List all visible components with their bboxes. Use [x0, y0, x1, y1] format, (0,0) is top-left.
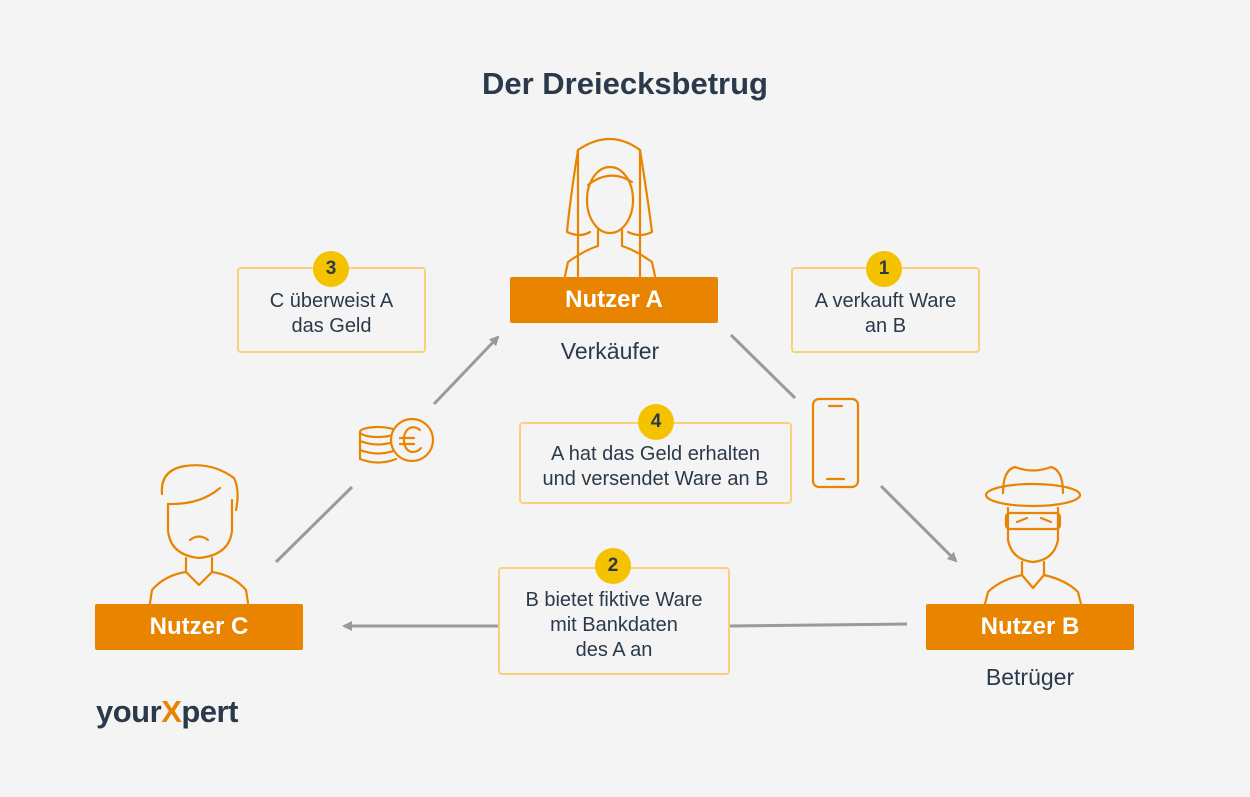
line-c-to-coins	[274, 485, 354, 564]
user-b-label: Nutzer B	[926, 604, 1134, 650]
step-4-line1: A hat das Geld erhalten	[550, 443, 761, 465]
step-2-line3: des A an	[575, 638, 653, 661]
step-3-badge: 3	[313, 251, 349, 287]
step-2-line2: mit Bankdaten	[550, 613, 678, 636]
coins-euro-icon	[358, 417, 435, 464]
arrow-phone-to-b	[879, 484, 958, 563]
logo-part3: pert	[181, 694, 238, 729]
user-b-role: Betrüger	[985, 664, 1075, 690]
yourxpert-logo: yourXpert	[96, 694, 238, 730]
diagram-title: Der Dreiecksbetrug	[481, 66, 768, 101]
step-2-badge: 2	[595, 548, 631, 584]
step-1-line2: an B	[864, 315, 907, 337]
line-b-to-box2	[728, 622, 908, 628]
smartphone-icon	[811, 397, 860, 489]
step-2-line1: B bietet fiktive Ware	[525, 588, 703, 611]
step-3-line1: C überweist A	[269, 290, 394, 312]
man-icon	[148, 464, 250, 605]
woman-icon	[563, 138, 657, 278]
step-1-badge: 1	[866, 251, 902, 287]
bandit-icon	[983, 465, 1083, 606]
user-a-role: Verkäufer	[560, 338, 660, 364]
logo-part2: X	[161, 694, 182, 729]
step-2-box: B bietet fiktive Ware mit Bankdaten des …	[498, 567, 730, 675]
user-a-label: Nutzer A	[510, 277, 718, 323]
step-1-line1: A verkauft Ware	[814, 290, 957, 312]
line-a-to-phone	[729, 333, 797, 400]
step-3-line2: das Geld	[291, 315, 372, 337]
step-4-badge: 4	[638, 404, 674, 440]
step-4-line2: und versendet Ware an B	[542, 468, 769, 490]
user-c-label: Nutzer C	[95, 604, 303, 650]
logo-part1: your	[96, 694, 162, 729]
arrow-c-to-a	[432, 335, 500, 406]
